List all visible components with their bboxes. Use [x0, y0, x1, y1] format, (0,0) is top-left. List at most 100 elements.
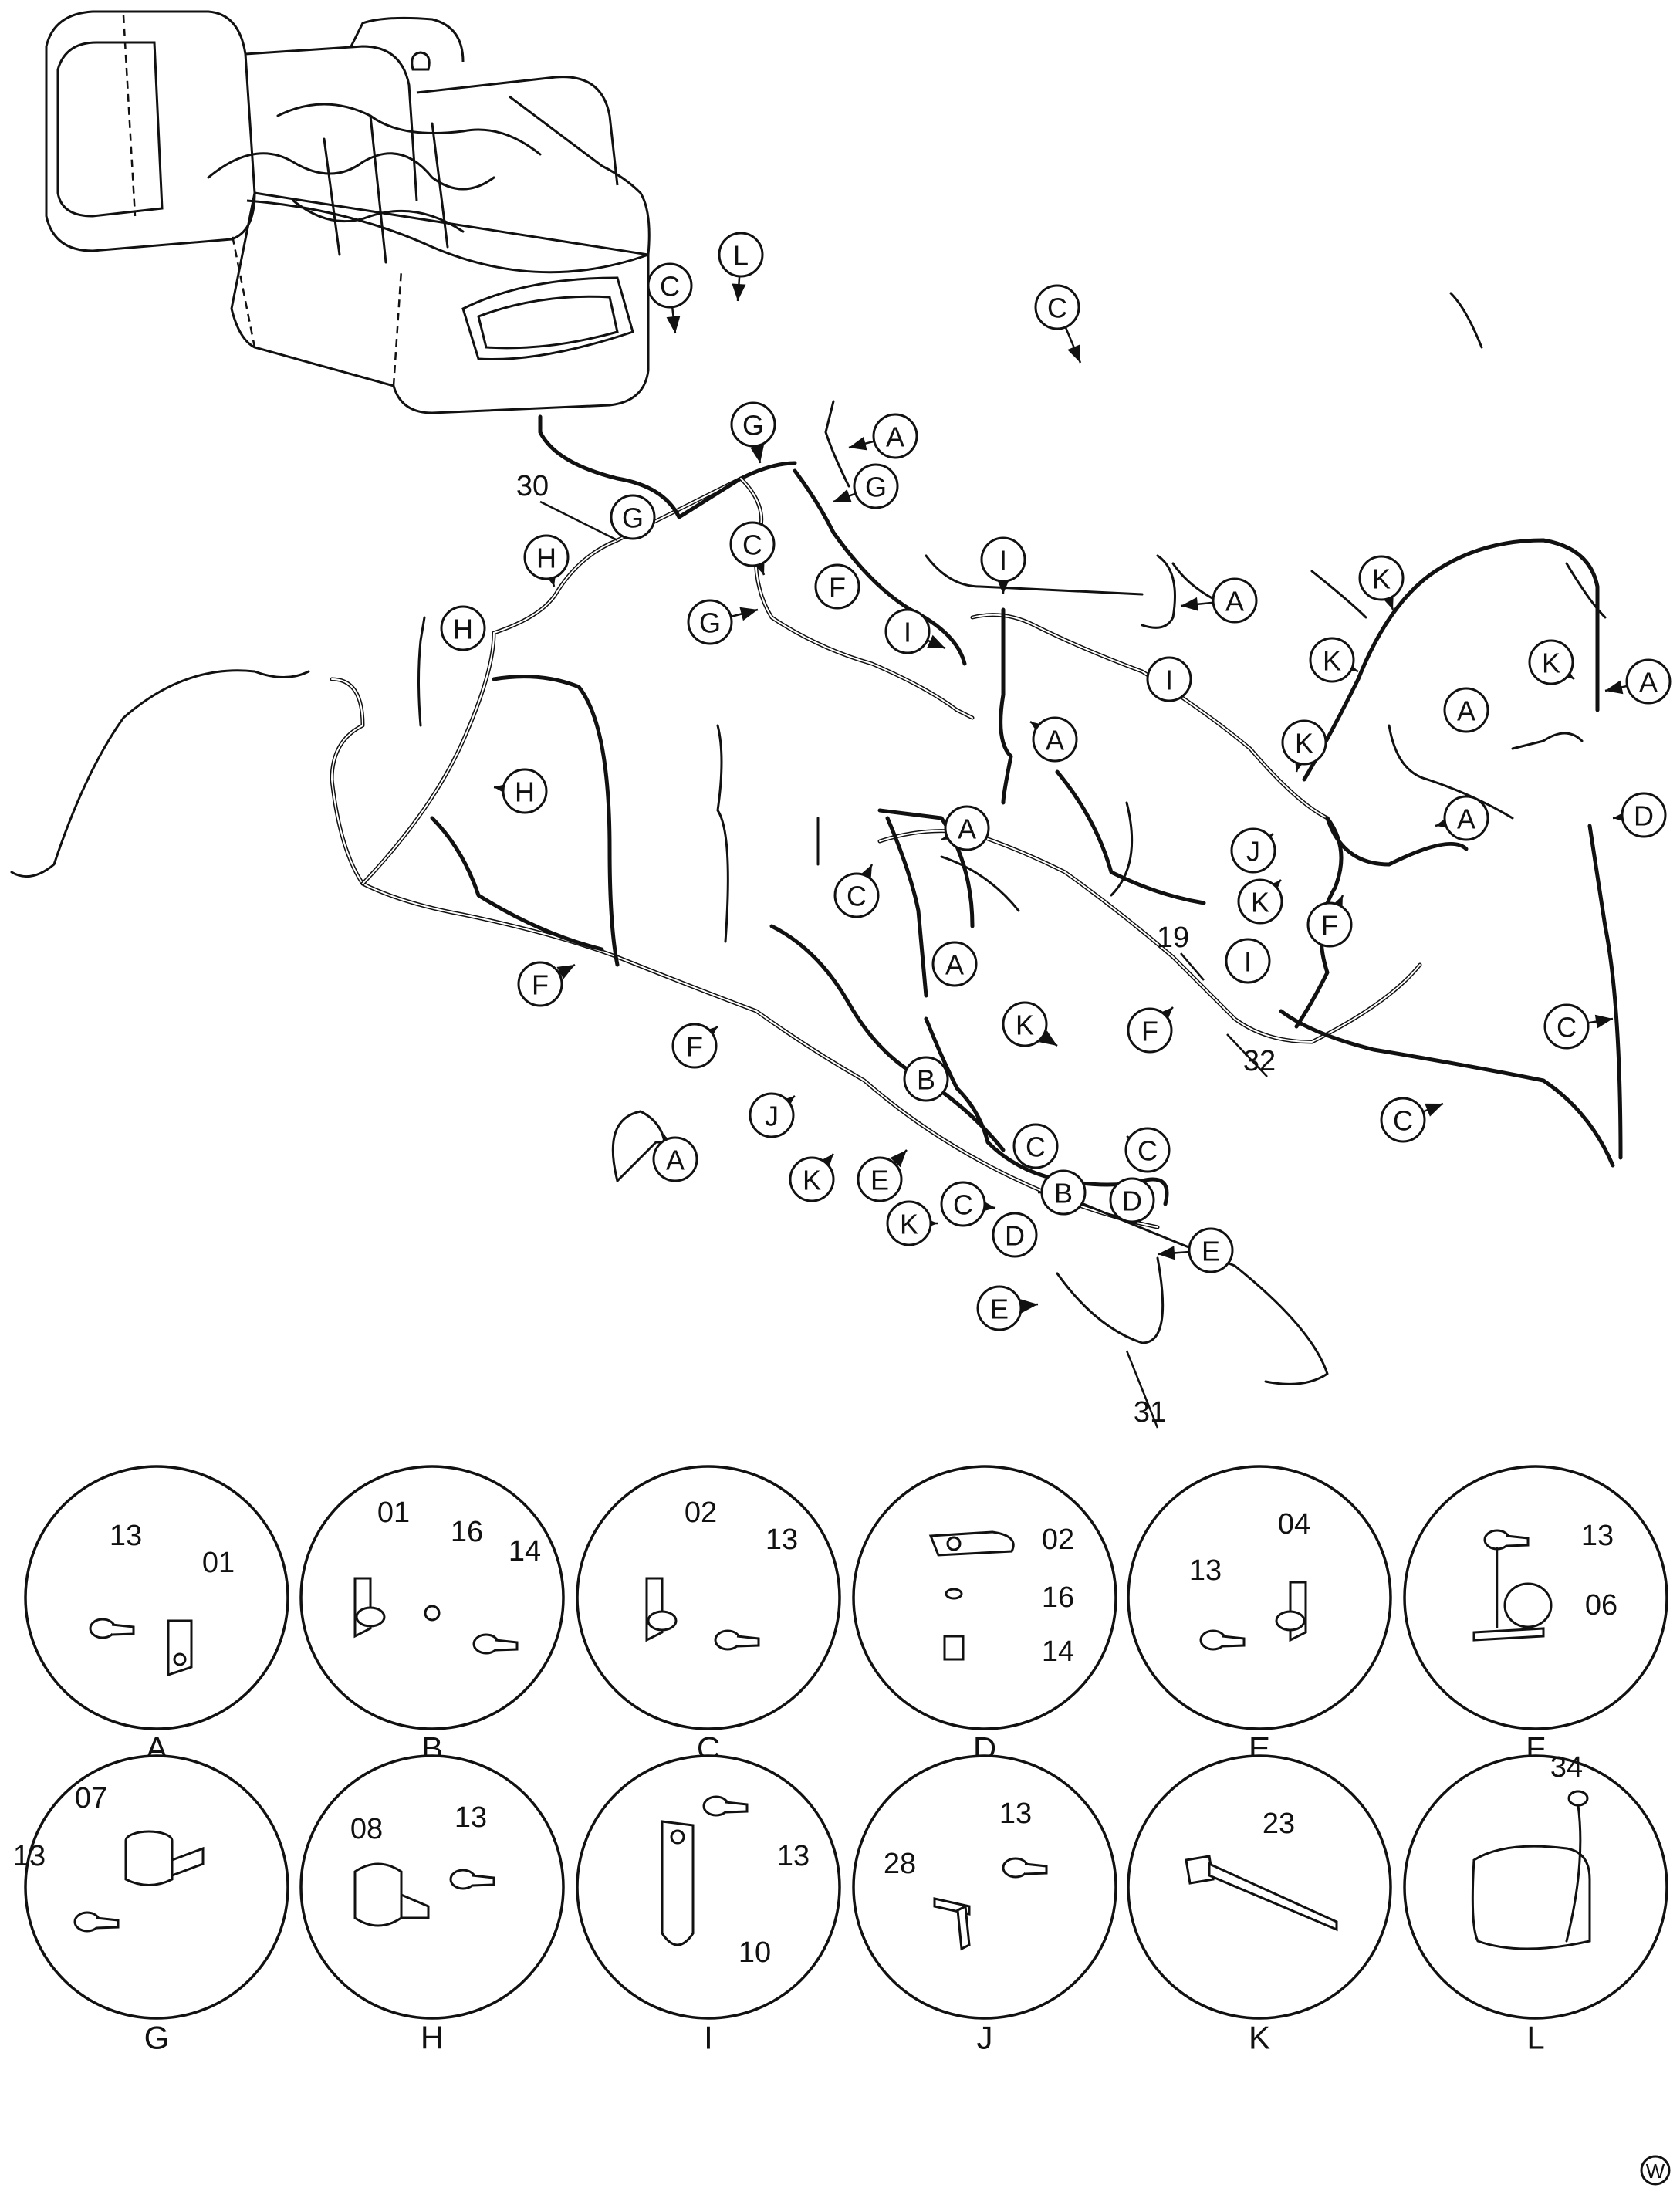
callout-balloon: D [1612, 792, 1667, 838]
callout-arrowhead [1181, 597, 1198, 611]
bolt-head [1199, 1629, 1227, 1651]
callout-balloon: C [647, 262, 693, 334]
callout-balloon: D [992, 1212, 1038, 1258]
callout-letter: K [1295, 728, 1313, 759]
callout-letter: C [1137, 1135, 1158, 1167]
callout-letter: A [1225, 586, 1244, 617]
machine-overview [45, 10, 651, 414]
callout-balloon: E [1157, 1227, 1234, 1273]
callout-balloon: C [833, 864, 880, 918]
callout-letter: F [532, 969, 549, 1001]
callout-circle [857, 1156, 903, 1202]
callout-balloon: H [493, 768, 548, 814]
callout-balloon: H [523, 534, 570, 587]
callout-circle [903, 1056, 949, 1102]
callout-circle [884, 608, 931, 654]
detail-letter: H [421, 2020, 444, 2056]
callout-circle [502, 768, 548, 814]
clamp-hole [946, 1536, 962, 1551]
part-number-label: 32 [1226, 1033, 1276, 1077]
callout-letter: E [990, 1294, 1009, 1325]
bolt-head [1483, 1529, 1511, 1551]
fastener-part [400, 1892, 430, 1919]
callout-letter: K [1542, 648, 1560, 679]
callout-balloon: K [1528, 639, 1575, 685]
detail-circle [1127, 1465, 1392, 1730]
callout-circle [652, 1136, 698, 1182]
callout-circle [1127, 1007, 1173, 1054]
bolt-shank [96, 1916, 120, 1930]
clamp-loop [355, 1606, 386, 1628]
callout-letter: C [1393, 1105, 1413, 1137]
callout-balloon: A [1180, 577, 1258, 624]
callout-circle [523, 534, 570, 580]
detail-part-number: 23 [1263, 1808, 1295, 1840]
callout-circle [1358, 555, 1405, 601]
callout-letter: A [1639, 667, 1658, 698]
callout-balloon: I [1146, 656, 1192, 702]
callout-balloon: A [1443, 687, 1489, 733]
callout-balloon: K [1309, 637, 1359, 683]
clamp-loop [1275, 1610, 1306, 1632]
fastener-part [171, 1846, 205, 1878]
callout-arrowhead [556, 965, 575, 979]
callout-arrowhead [1425, 1103, 1443, 1117]
part-number-leader [1180, 952, 1205, 981]
callout-balloon: C [1034, 284, 1082, 364]
part-number-label: 31 [1125, 1350, 1166, 1429]
fastener-part [661, 1820, 695, 1946]
callout-balloon: I [884, 608, 946, 654]
callout-balloon: C [1543, 1003, 1614, 1050]
fastener-part [956, 1904, 971, 1951]
bolt-head [1002, 1857, 1029, 1879]
callout-letter: L [733, 240, 749, 272]
bolt-head [702, 1795, 730, 1817]
part-number-text: 30 [516, 470, 549, 502]
callout-circle [1309, 637, 1355, 683]
corner-mark-letter: W [1646, 2159, 1665, 2183]
callout-arrowhead [1605, 680, 1624, 695]
callout-balloon: B [903, 1056, 949, 1102]
callout-balloon: C [940, 1181, 996, 1227]
detail-part-number: 16 [451, 1516, 483, 1548]
callout-circle [1225, 938, 1271, 984]
callout-letter: D [1634, 800, 1654, 832]
lamp-cable [1565, 1804, 1582, 1943]
detail-part-number: 13 [13, 1840, 46, 1872]
callout-balloon: K [886, 1200, 938, 1246]
callout-balloon: K [789, 1153, 835, 1202]
clamp-hole [173, 1652, 187, 1666]
bolt-shank [495, 1639, 519, 1652]
callout-letter: B [1054, 1178, 1073, 1209]
callout-balloon: A [941, 805, 990, 851]
bolt-head [1567, 1790, 1589, 1807]
callout-balloon: J [1230, 827, 1276, 874]
callout-circle [940, 1181, 986, 1227]
detail-part-number: 13 [766, 1524, 798, 1556]
callout-letter: A [1457, 695, 1475, 727]
callout-circle [1188, 1227, 1234, 1273]
callout-balloon: K [1002, 1001, 1058, 1047]
part-number-leader [1226, 1033, 1268, 1077]
callout-balloon: B [1038, 1169, 1087, 1216]
callout-balloon: F [814, 563, 860, 610]
callout-balloon: G [610, 494, 656, 540]
detail-circle [576, 1465, 841, 1730]
callout-circle [1281, 719, 1327, 766]
callout-balloon: K [1358, 555, 1405, 610]
bolt-shank [1222, 1635, 1246, 1648]
callout-circle [1109, 1177, 1155, 1223]
detail-part-number: 06 [1585, 1589, 1617, 1622]
fastener-part [1471, 1845, 1591, 1950]
callout-letter: C [1557, 1012, 1577, 1043]
callout-circle [980, 536, 1026, 583]
callout-letter: A [1046, 725, 1064, 756]
detail-circle [576, 1754, 841, 2020]
detail-part-number: 10 [739, 1936, 771, 1969]
